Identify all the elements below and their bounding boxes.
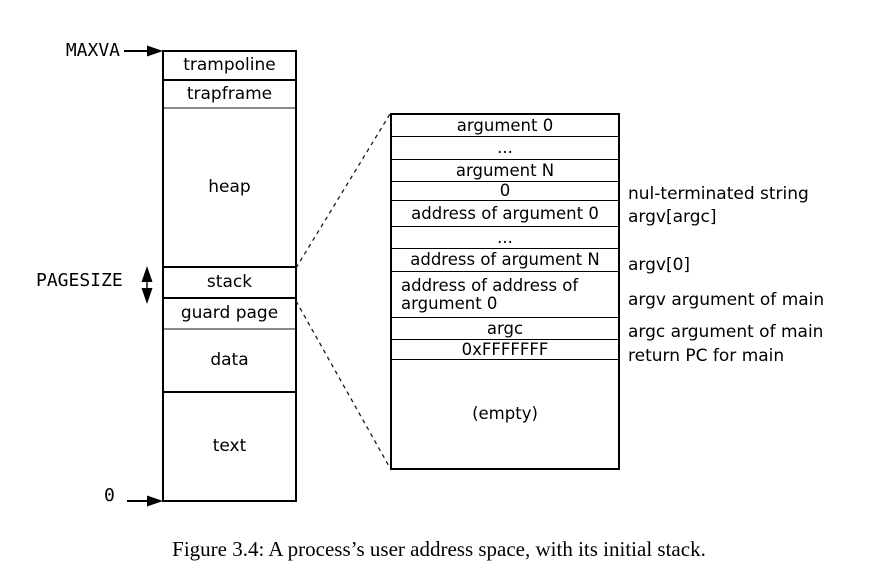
stack-row-ellipsis-2: ... (392, 227, 618, 249)
section-heap: heap (164, 109, 295, 268)
stack-row-address-of-argument-n: address of argument N (392, 249, 618, 272)
stack-row-argc: argc (392, 318, 618, 340)
stack-row-ellipsis-1: ... (392, 137, 618, 160)
annotation-return-pc-for-main: return PC for main (628, 346, 785, 366)
stack-row-label: address of address of argument 0 (401, 276, 579, 313)
section-label: trampoline (183, 55, 276, 75)
annotation-argc-argument-of-main: argc argument of main (628, 322, 824, 342)
stack-row-label: ... (497, 227, 513, 247)
section-label: text (212, 436, 247, 456)
section-guard-page: guard page (164, 299, 295, 330)
section-stack: stack (164, 268, 295, 299)
stack-row-label: 0xFFFFFFF (461, 339, 549, 359)
section-label: trapframe (186, 83, 273, 104)
stack-row-label: (empty) (472, 404, 538, 424)
stack-row-label: argc (486, 318, 524, 338)
section-trampoline: trampoline (164, 52, 295, 81)
zero-address-label: 0 (104, 485, 115, 506)
pagesize-label: PAGESIZE (36, 270, 123, 291)
figure-caption: Figure 3.4: A process’s user address spa… (172, 537, 706, 561)
dashed-expansion-line-top (295, 113, 391, 269)
annotation-argv-argc: argv[argc] (628, 207, 717, 227)
dashed-expansion-line-bottom (295, 300, 391, 469)
stack-row-empty: (empty) (392, 360, 618, 468)
stack-row-zero: 0 (392, 182, 618, 201)
stack-row-label: address of argument N (410, 250, 600, 270)
stack-detail-box: argument 0 ... argument N 0 address of a… (390, 113, 620, 470)
pagesize-double-arrow-icon (141, 266, 153, 304)
section-label: stack (206, 272, 253, 292)
stack-row-label: address of argument 0 (411, 203, 599, 223)
section-label: data (210, 350, 249, 370)
stack-row-label: argument 0 (456, 115, 554, 135)
stack-row-return-pc: 0xFFFFFFF (392, 340, 618, 360)
section-label: guard page (180, 303, 279, 323)
stack-row-address-of-address: address of address of argument 0 (392, 272, 618, 318)
maxva-label: MAXVA (65, 40, 120, 61)
memory-map-box: trampoline trapframe heap stack guard pa… (162, 50, 297, 502)
stack-row-label: argument N (455, 160, 555, 180)
section-label: heap (208, 177, 251, 197)
stack-row-argument-n: argument N (392, 160, 618, 182)
annotation-nul-terminated-string: nul-terminated string (628, 184, 809, 204)
section-text: text (164, 393, 295, 500)
zero-arrow-icon (127, 495, 163, 507)
annotation-argv-0: argv[0] (628, 255, 691, 275)
maxva-arrow-icon (124, 45, 163, 57)
section-data: data (164, 330, 295, 393)
section-trapframe: trapframe (164, 81, 295, 109)
stack-row-label: 0 (499, 181, 511, 201)
stack-row-label: ... (497, 138, 513, 158)
annotation-argv-argument-of-main: argv argument of main (628, 290, 825, 310)
stack-row-address-of-argument-0: address of argument 0 (392, 201, 618, 227)
stack-row-argument-0: argument 0 (392, 115, 618, 137)
